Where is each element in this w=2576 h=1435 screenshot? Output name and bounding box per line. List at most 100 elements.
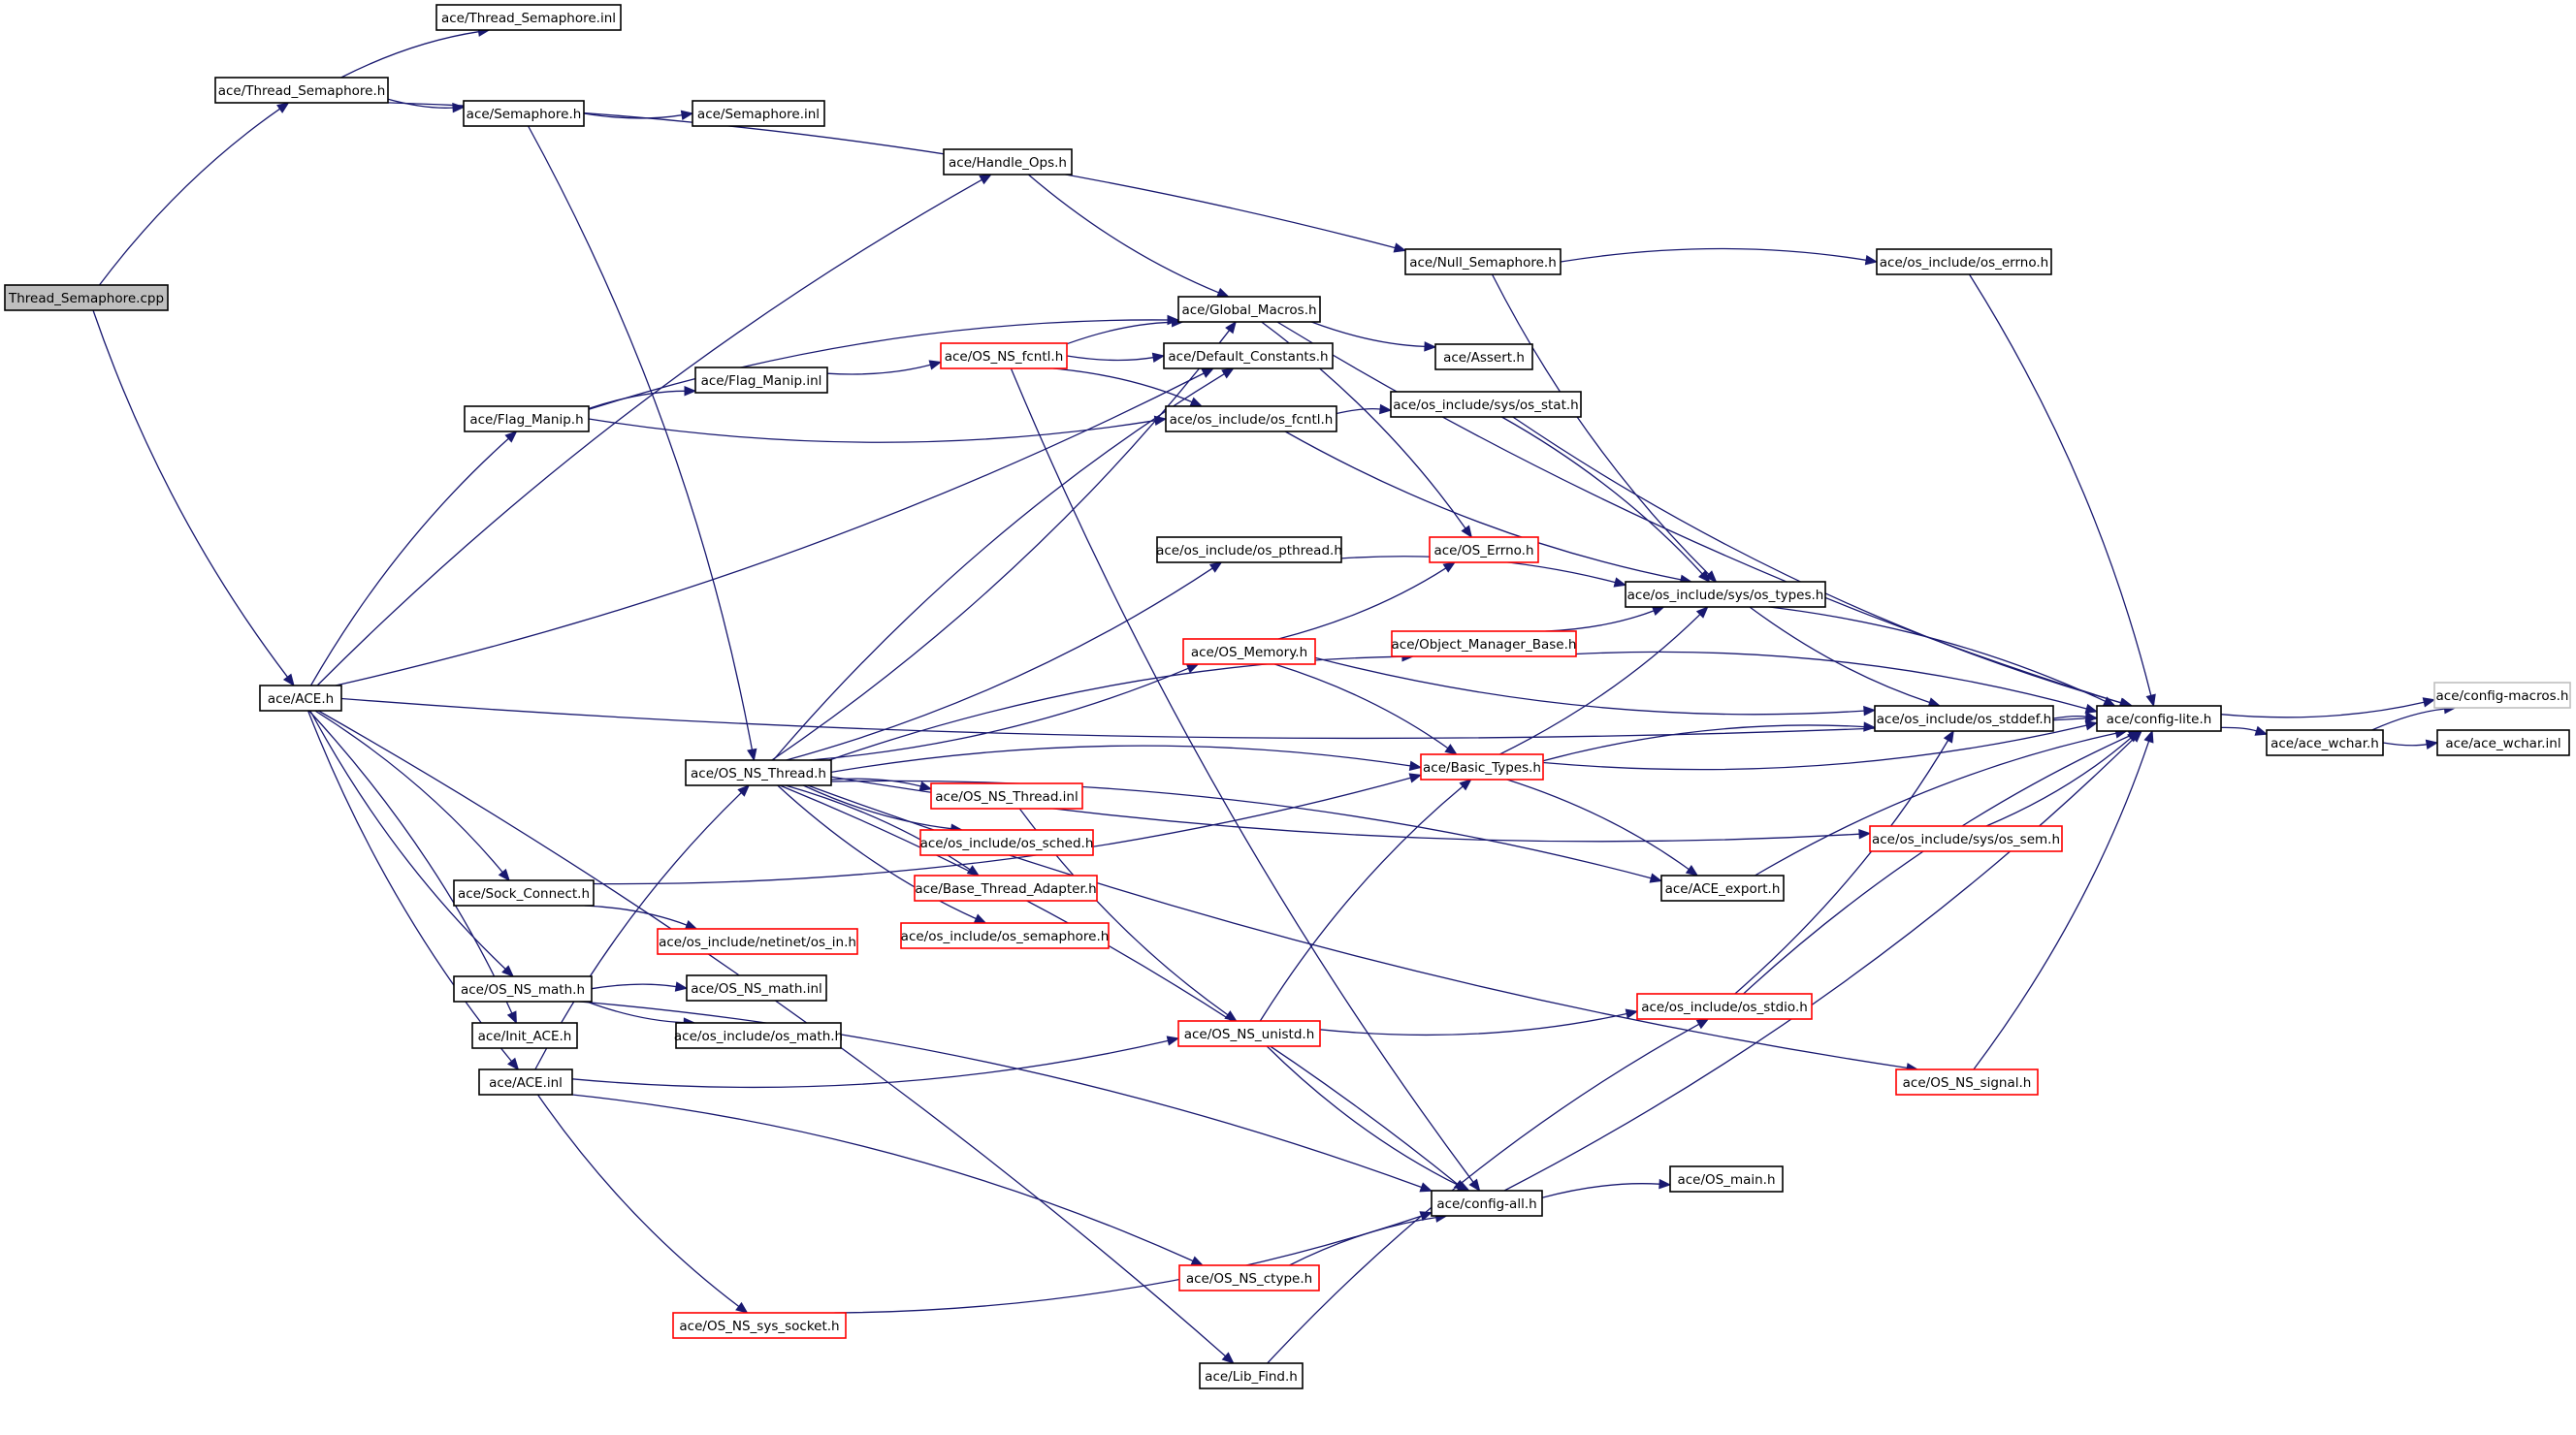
node-label: ace/Init_ACE.h xyxy=(478,1029,572,1044)
node-label: ace/ACE_export.h xyxy=(1665,881,1781,897)
node-ace-config-all-h[interactable]: ace/config-all.h xyxy=(1431,1190,1543,1217)
node-ace-os-ns-thread-h[interactable]: ace/OS_NS_Thread.h xyxy=(685,759,832,786)
node-ace-os-ns-math-h[interactable]: ace/OS_NS_math.h xyxy=(453,975,593,1003)
node-label: ace/os_include/os_errno.h xyxy=(1880,255,2048,271)
node-ace-os-ns-ctype-h[interactable]: ace/OS_NS_ctype.h xyxy=(1178,1264,1320,1292)
node-ace-os-include-os-sched-h[interactable]: ace/os_include/os_sched.h xyxy=(919,829,1094,856)
arrow-head xyxy=(507,1057,520,1071)
node-ace-sock-connect-h[interactable]: ace/Sock_Connect.h xyxy=(453,879,595,907)
node-box xyxy=(1177,1020,1321,1047)
node-ace-os-ns-fcntl-h[interactable]: ace/OS_NS_fcntl.h xyxy=(940,342,1068,369)
node-ace-os-ns-unistd-h[interactable]: ace/OS_NS_unistd.h xyxy=(1177,1020,1321,1047)
edge-line xyxy=(1542,724,1865,762)
edge-line xyxy=(1575,651,2087,710)
arrow-head xyxy=(979,174,993,185)
edge-line xyxy=(1027,174,1219,294)
node-box xyxy=(1869,825,2063,852)
arrow-head xyxy=(1393,242,1407,253)
node-label: ace/OS_NS_fcntl.h xyxy=(945,349,1064,365)
node-box xyxy=(4,284,169,311)
node-ace-null-semaphore-h[interactable]: ace/Null_Semaphore.h xyxy=(1404,248,1562,275)
node-label: ace/OS_NS_Thread.inl xyxy=(935,789,1078,805)
node-ace-thread-semaphore-inl[interactable]: ace/Thread_Semaphore.inl xyxy=(435,4,622,31)
edge-line xyxy=(92,309,288,678)
node-ace-base-thread-adapter-h[interactable]: ace/Base_Thread_Adapter.h xyxy=(914,875,1098,902)
node-label: ace/Base_Thread_Adapter.h xyxy=(915,881,1096,897)
node-ace-flag-manip-inl[interactable]: ace/Flag_Manip.inl xyxy=(694,367,828,394)
edge-ace_inl-to-os_ns_sys_socket xyxy=(536,1094,749,1314)
node-ace-ace-wchar-h[interactable]: ace/ace_wchar.h xyxy=(2266,729,2384,756)
node-ace-os-include-os-fcntl-h[interactable]: ace/os_include/os_fcntl.h xyxy=(1165,405,1337,432)
node-box xyxy=(1182,638,1316,665)
node-ace-assert-h[interactable]: ace/Assert.h xyxy=(1434,343,1533,370)
arrow-head xyxy=(1651,606,1665,616)
node-label: ace/os_include/os_stddef.h xyxy=(1877,712,2051,727)
node-ace-os-errno-h[interactable]: ace/OS_Errno.h xyxy=(1429,536,1539,563)
node-ace-config-lite-h[interactable]: ace/config-lite.h xyxy=(2096,705,2222,732)
node-ace-os-memory-h[interactable]: ace/OS_Memory.h xyxy=(1182,638,1316,665)
node-ace-semaphore-h[interactable]: ace/Semaphore.h xyxy=(463,100,585,127)
node-ace-os-include-os-errno-h[interactable]: ace/os_include/os_errno.h xyxy=(1876,248,2052,275)
node-ace-global-macros-h[interactable]: ace/Global_Macros.h xyxy=(1177,296,1321,323)
arrow-head xyxy=(1625,1008,1639,1019)
node-ace-default-constants-h[interactable]: ace/Default_Constants.h xyxy=(1163,342,1334,369)
node-ace-os-main-h[interactable]: ace/OS_main.h xyxy=(1669,1165,1784,1193)
edge-line xyxy=(1284,430,1682,581)
node-ace-os-include-netinet-os-in-h[interactable]: ace/os_include/netinet/os_in.h xyxy=(657,928,858,955)
node-label: ace/Object_Manager_Base.h xyxy=(1392,637,1577,653)
arrow-head xyxy=(1468,1178,1481,1193)
edge-os_memory-to-basic_types xyxy=(1274,663,1458,755)
node-ace-ace-h[interactable]: ace/ACE.h xyxy=(259,685,342,712)
node-ace-os-include-os-pthread-h[interactable]: ace/os_include/os_pthread.h xyxy=(1156,536,1342,563)
edge-line xyxy=(1319,1012,1627,1036)
arrow-head xyxy=(674,981,689,992)
node-label: ace/Flag_Manip.h xyxy=(469,412,583,428)
edge-line xyxy=(579,1001,1422,1189)
node-box xyxy=(453,879,595,907)
node-label: ace/OS_NS_signal.h xyxy=(1903,1075,2032,1091)
node-ace-config-macros-h[interactable]: ace/config-macros.h xyxy=(2433,682,2571,709)
node-ace-os-include-os-stddef-h[interactable]: ace/os_include/os_stddef.h xyxy=(1874,705,2054,732)
node-ace-object-manager-base-h[interactable]: ace/Object_Manager_Base.h xyxy=(1391,630,1577,657)
node-ace-os-ns-signal-h[interactable]: ace/OS_NS_signal.h xyxy=(1895,1068,2039,1096)
node-label: ace/Handle_Ops.h xyxy=(949,155,1067,171)
node-ace-lib-find-h[interactable]: ace/Lib_Find.h xyxy=(1199,1362,1304,1389)
node-label: ace/os_include/os_stdio.h xyxy=(1641,1000,1808,1015)
node-ace-os-include-os-semaphore-h[interactable]: ace/os_include/os_semaphore.h xyxy=(900,922,1110,949)
edge-line xyxy=(830,778,921,787)
node-box xyxy=(1636,993,1813,1020)
edge-os_ns_fcntl-to-default_const xyxy=(1066,352,1166,364)
node-ace-os-include-os-math-h[interactable]: ace/os_include/os_math.h xyxy=(674,1022,843,1049)
node-ace-thread-semaphore-h[interactable]: ace/Thread_Semaphore.h xyxy=(214,77,389,104)
edge-line xyxy=(387,98,454,109)
node-ace-os-include-sys-os-sem-h[interactable]: ace/os_include/sys/os_sem.h xyxy=(1869,825,2063,852)
node-ace-os-include-sys-os-types-h[interactable]: ace/os_include/sys/os_types.h xyxy=(1625,581,1826,608)
node-ace-os-ns-math-inl[interactable]: ace/OS_NS_math.inl xyxy=(686,974,827,1002)
node-label: ace/OS_NS_ctype.h xyxy=(1186,1271,1312,1287)
node-ace-os-include-sys-os-stat-h[interactable]: ace/os_include/sys/os_stat.h xyxy=(1390,391,1582,418)
node-ace-flag-manip-h[interactable]: ace/Flag_Manip.h xyxy=(464,405,590,432)
node-ace-os-ns-thread-inl[interactable]: ace/OS_NS_Thread.inl xyxy=(930,782,1083,810)
node-ace-semaphore-inl[interactable]: ace/Semaphore.inl xyxy=(692,100,825,127)
node-ace-os-include-os-stdio-h[interactable]: ace/os_include/os_stdio.h xyxy=(1636,993,1813,1020)
node-ace-ace-inl[interactable]: ace/ACE.inl xyxy=(478,1068,573,1096)
node-ace-os-ns-sys-socket-h[interactable]: ace/OS_NS_sys_socket.h xyxy=(672,1312,847,1339)
edge-os_types-to-config_lite xyxy=(1769,606,2116,707)
edge-line xyxy=(1336,407,1381,415)
edge-line xyxy=(785,784,971,871)
node-ace-init-ace-h[interactable]: ace/Init_ACE.h xyxy=(471,1022,578,1049)
edge-basic_types-to-config_lite xyxy=(1542,720,2099,771)
node-ace-ace-export-h[interactable]: ace/ACE_export.h xyxy=(1660,875,1785,902)
edge-line xyxy=(1310,321,1426,348)
arrow-head xyxy=(2422,697,2436,708)
node-ace-ace-wchar-inl[interactable]: ace/ace_wchar.inl xyxy=(2436,729,2570,756)
edge-line xyxy=(1734,740,1949,995)
node-ace-handle-ops-h[interactable]: ace/Handle_Ops.h xyxy=(943,148,1073,175)
node-box xyxy=(930,782,1083,810)
arrow-head xyxy=(1461,525,1473,539)
edge-line xyxy=(1512,416,2122,704)
edge-os_stdio-to-config_lite xyxy=(1743,730,2141,995)
edge-os_ns_fcntl-to-config_all xyxy=(1010,367,1481,1193)
node-label: ace/Global_Macros.h xyxy=(1181,303,1316,318)
node-ace-basic-types-h[interactable]: ace/Basic_Types.h xyxy=(1420,753,1544,781)
